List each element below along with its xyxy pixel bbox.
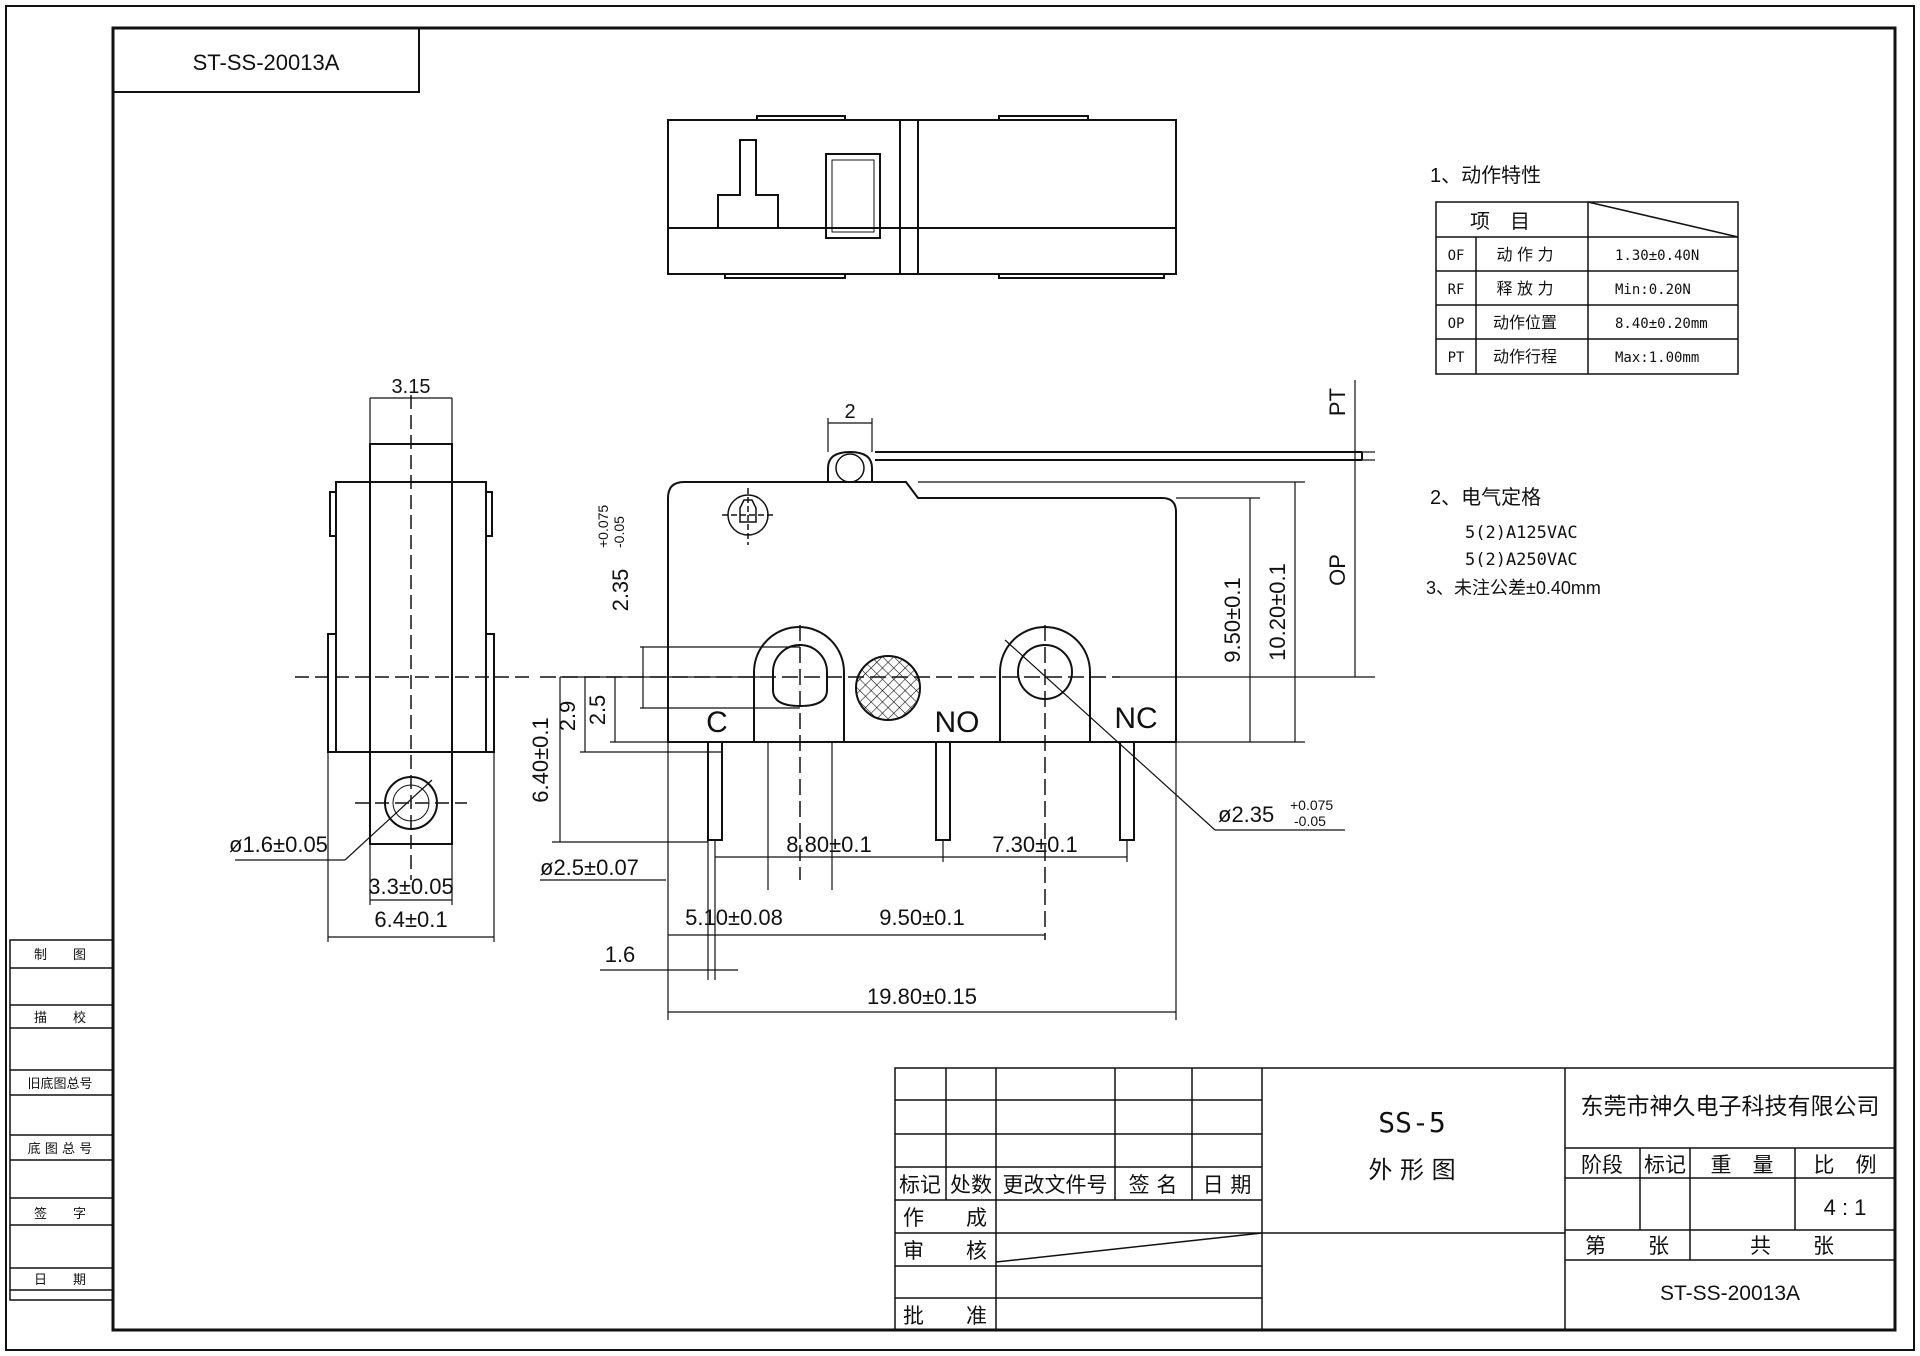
- spec-row-value: 1.30±0.40N: [1615, 248, 1699, 264]
- dim-19-80: 19.80±0.15: [867, 984, 977, 1009]
- top-view: [667, 115, 1177, 279]
- spec-rating-2: 5(2)A250VAC: [1465, 550, 1578, 570]
- label-signature: 签 字: [34, 1206, 86, 1222]
- dim-2-35-left: 2.35: [608, 569, 633, 612]
- scale-value: 4 : 1: [1824, 1195, 1867, 1220]
- spec-section-1-title: 1、动作特性: [1430, 164, 1541, 187]
- spec-rating-1: 5(2)A125VAC: [1465, 523, 1578, 543]
- title-block-grid: [894, 1067, 1896, 1331]
- front-view-centerlines: [540, 625, 1120, 940]
- dim-pt: PT: [1325, 388, 1350, 416]
- dim-10-20: 10.20±0.1: [1265, 563, 1290, 661]
- front-view-body: [667, 481, 1177, 743]
- side-view-dims: [235, 397, 495, 942]
- rivet-icon: [855, 655, 921, 721]
- spec-row-code: PT: [1448, 350, 1465, 366]
- dim-2-9: 2.9: [555, 701, 580, 732]
- dim-2: 2: [844, 401, 855, 423]
- spec-row-value: Max:1.00mm: [1615, 350, 1699, 366]
- dim-1-6: 1.6: [605, 942, 636, 967]
- dim-6-4: 6.4±0.1: [374, 907, 447, 932]
- spec-row-name: 释 放 力: [1497, 280, 1554, 298]
- drawing-code-top: ST-SS-20013A: [193, 50, 340, 75]
- label-traced: 描 校: [34, 1010, 86, 1026]
- spec-header-item: 项 目: [1470, 211, 1530, 233]
- spec-row-code: OF: [1448, 248, 1465, 264]
- terminal-no-label: NO: [935, 706, 980, 739]
- spec-row-name: 动 作 力: [1497, 246, 1554, 264]
- dim-3-3: 3.3±0.05: [368, 874, 453, 899]
- label-date: 日 期: [34, 1273, 86, 1288]
- rev-header-count: 处数: [950, 1173, 992, 1197]
- drawing-code-bottom: ST-SS-20013A: [1660, 1282, 1800, 1305]
- company-name: 东莞市神久电子科技有限公司: [1581, 1094, 1880, 1120]
- label-mark: 标记: [1644, 1153, 1686, 1177]
- drawing-name: 外 形 图: [1368, 1156, 1455, 1184]
- dim-2-35-left-tol-dn: -0.05: [611, 516, 627, 548]
- spec-section-3: 3、未注公差±0.40mm: [1426, 578, 1601, 598]
- label-base-no: 底 图 总 号: [28, 1141, 92, 1157]
- rev-header-mark: 标记: [899, 1173, 941, 1197]
- label-weight: 重 量: [1711, 1153, 1774, 1177]
- dim-phi-2-35-tol-dn: -0.05: [1294, 813, 1326, 829]
- dim-2-35-left-tol-up: +0.075: [595, 505, 611, 548]
- dim-9-50-horizontal: 9.50±0.1: [879, 905, 964, 930]
- rev-header-change-doc: 更改文件号: [1003, 1173, 1108, 1197]
- role-prepared: 作 成: [903, 1206, 987, 1230]
- dim-op: OP: [1325, 554, 1350, 586]
- front-view-dims: [540, 380, 1375, 1020]
- label-sheet-total: 共 张: [1750, 1234, 1834, 1258]
- model-name: SS-5: [1378, 1106, 1445, 1139]
- dim-6-40: 6.40±0.1: [528, 717, 553, 802]
- left-sign-column: [9, 939, 114, 1301]
- role-approved: 批 准: [903, 1304, 987, 1328]
- dim-7-30: 7.30±0.1: [992, 832, 1077, 857]
- spec-table: [1435, 201, 1739, 375]
- dim-phi-2-35: ø2.35: [1218, 802, 1274, 827]
- dim-5-10: 5.10±0.08: [685, 905, 783, 930]
- spec-row-code: OP: [1448, 316, 1465, 332]
- dim-phi-2-35-tol-up: +0.075: [1290, 797, 1333, 813]
- spec-row-value: Min:0.20N: [1615, 282, 1691, 298]
- rev-header-signature: 签 名: [1129, 1173, 1178, 1197]
- dim-phi-2-5: ø2.5±0.07: [540, 855, 639, 880]
- label-ratio: 比 例: [1814, 1153, 1877, 1177]
- spec-row-name: 动作行程: [1493, 348, 1557, 366]
- dim-phi-1-6: ø1.6±0.05: [229, 832, 328, 857]
- spec-row-name: 动作位置: [1493, 314, 1557, 332]
- label-sheet-no: 第 张: [1585, 1234, 1669, 1258]
- label-stage: 阶段: [1581, 1153, 1623, 1177]
- front-view-logo: [722, 488, 774, 545]
- side-view: [327, 443, 495, 845]
- spec-section-2-title: 2、电气定格: [1430, 486, 1541, 509]
- terminal-c-label: C: [706, 706, 728, 739]
- front-view-lever: [827, 450, 1363, 483]
- label-drawn: 制 图: [34, 948, 86, 963]
- dim-3-15: 3.15: [392, 376, 431, 398]
- label-old-base-no: 旧底图总号: [27, 1076, 92, 1092]
- left-sign-labels: 制 图 描 校 旧底图总号 底 图 总 号 签 字 日 期: [27, 948, 92, 1288]
- terminal-nc-label: NC: [1114, 702, 1157, 735]
- rev-header-date: 日 期: [1203, 1173, 1252, 1197]
- dim-2-5: 2.5: [585, 695, 610, 726]
- dim-8-80: 8.80±0.1: [786, 832, 871, 857]
- drawing-code-box: ST-SS-20013A: [112, 27, 420, 93]
- front-view-terminals: [707, 626, 1135, 841]
- spec-row-value: 8.40±0.20mm: [1615, 316, 1708, 332]
- spec-row-code: RF: [1448, 282, 1465, 298]
- dim-9-50-vertical: 9.50±0.1: [1220, 577, 1245, 662]
- role-reviewed: 审 核: [903, 1239, 987, 1263]
